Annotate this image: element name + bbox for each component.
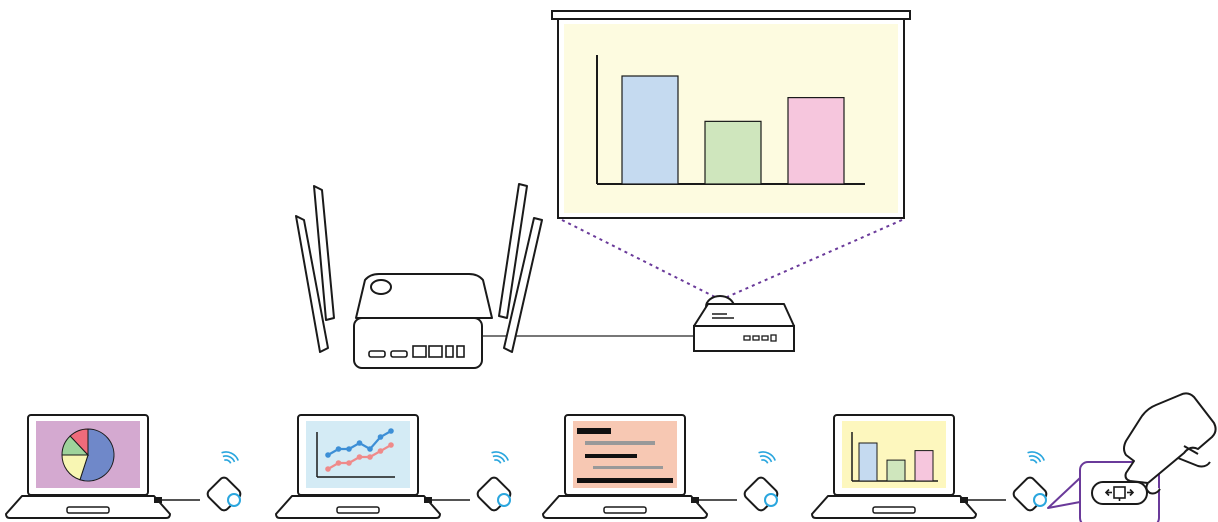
antenna [503,217,543,353]
projection-beam [561,219,903,298]
projector-icon [693,295,795,352]
line-point [346,446,352,452]
usb-plug [154,497,162,503]
trackpad [336,506,380,514]
router-port [456,345,465,358]
document-line [585,441,655,445]
laptop-icon [811,414,1048,519]
laptop-screen [306,421,410,488]
line-point [388,428,394,434]
trackpad [603,506,647,514]
laptop-icon [5,414,242,519]
line-point [377,434,384,440]
mini-bar [914,450,934,482]
hand-pointer-icon [1123,392,1217,495]
document-line [577,478,673,483]
projected-bar [704,120,762,185]
wireless-dongle-icon [206,476,242,512]
line-point [325,466,331,472]
wifi-signal-icon [221,451,239,464]
usb-plug [691,497,699,503]
wireless-dongle-icon [476,476,512,512]
laptop-icon [275,414,512,519]
button-callout [1047,392,1217,522]
line-point [367,446,373,452]
router-icon [295,183,543,369]
line-point [367,454,373,460]
projector-port [770,334,777,342]
antenna [498,183,528,319]
wifi-signal-icon [758,451,776,464]
wireless-dongle-icon [1012,476,1048,512]
line-point [388,442,394,448]
router-button [370,279,392,295]
wifi-signal-icon [491,451,509,464]
projected-bar [621,75,679,185]
antenna [295,215,329,353]
line-point [346,460,352,466]
projector-port [761,335,769,341]
router-port [412,345,427,358]
document-line [577,428,611,434]
wireless-dongle-icon [743,476,779,512]
line-point [335,460,342,466]
document-line [593,466,663,469]
laptop-icon [542,414,779,519]
projector-port [743,335,751,341]
router-port [390,350,408,358]
projector-port [752,335,760,341]
line-point [356,440,363,446]
mini-bar [886,459,906,482]
line-point [325,452,331,458]
router-port [368,350,386,358]
antenna [313,185,335,321]
router-port [428,345,443,358]
projector-screen-icon [551,10,911,219]
document-line [585,454,637,458]
line-point [356,454,363,460]
usb-plug [424,497,432,503]
line-point [335,446,342,452]
pie-slice [69,428,89,457]
wifi-signal-icon [1027,451,1045,464]
button-icon [1091,481,1148,505]
router-port [445,345,454,358]
screen-share-symbol [1104,486,1135,501]
usb-plug [960,497,968,503]
trackpad [66,506,110,514]
trackpad [872,506,916,514]
line-point [377,448,384,454]
mini-bar [858,442,878,482]
projected-bar [787,96,845,185]
